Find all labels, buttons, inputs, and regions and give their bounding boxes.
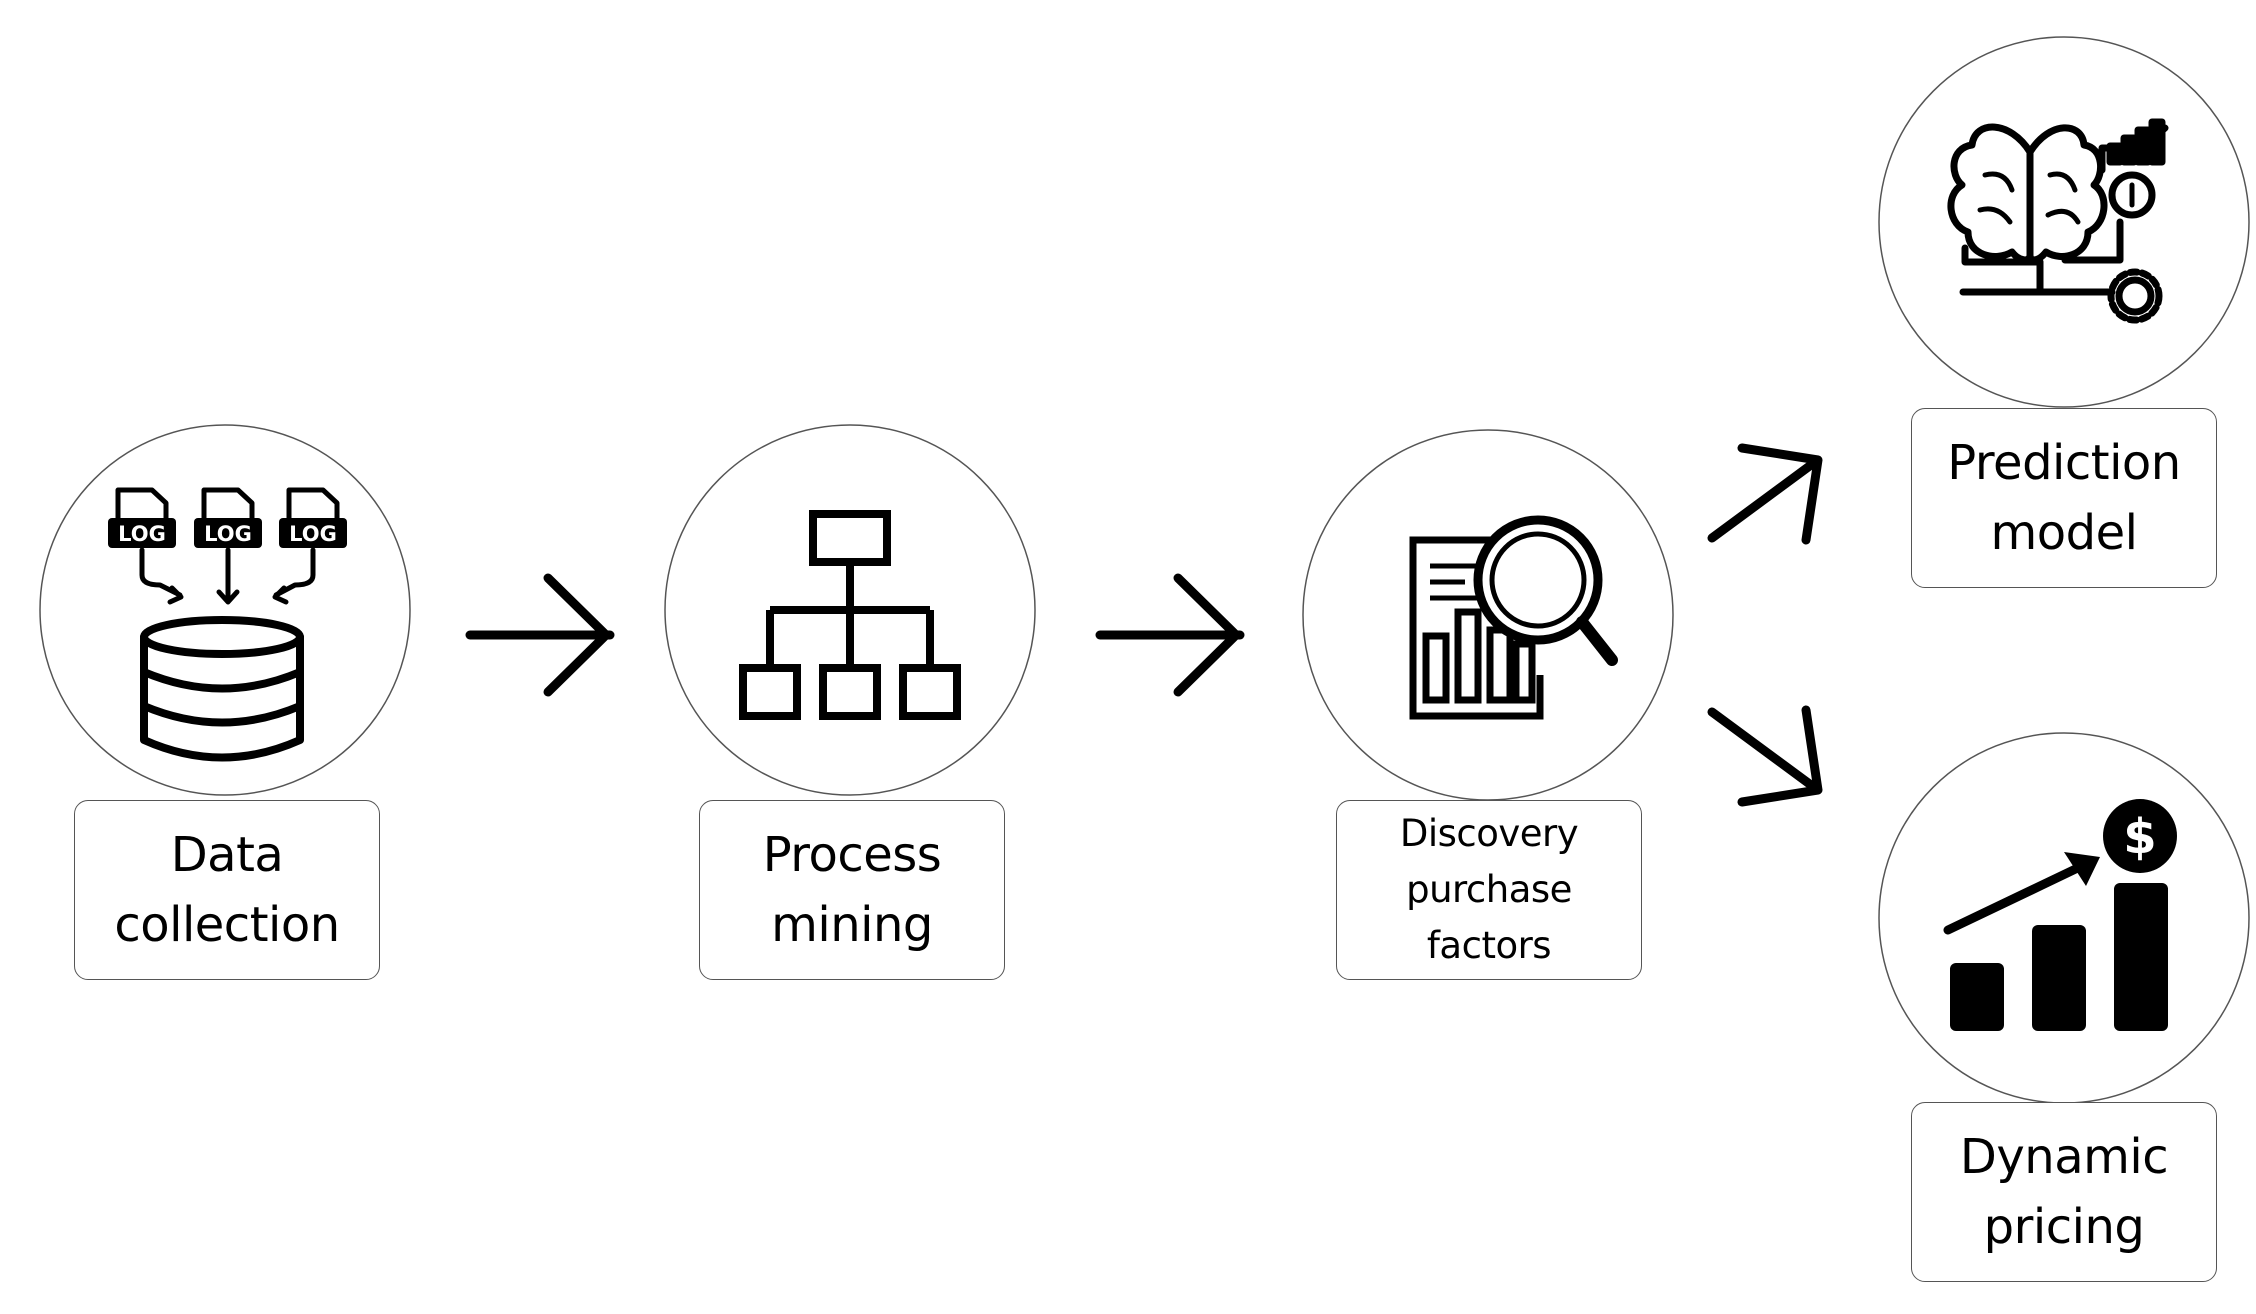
discovery-label: Discovery purchase factors [1336, 800, 1642, 980]
log-badge-text: LOG [204, 522, 252, 546]
log-file-icon: LOG [108, 487, 176, 548]
label-line: Prediction [1947, 435, 2181, 491]
label-line: factors [1426, 924, 1552, 967]
label-line: Dynamic [1959, 1129, 2169, 1185]
prediction-model-circle [1878, 36, 2250, 408]
log-badge-text: LOG [289, 522, 337, 546]
arrow-up-right-icon [1707, 443, 1823, 545]
label-line: Data [170, 827, 284, 883]
label-line: collection [114, 897, 340, 953]
dollar-icon: $ [2123, 809, 2156, 865]
label-line: model [1990, 505, 2138, 561]
dynamic-pricing-circle [1878, 732, 2250, 1104]
growth-dollar-icon: $ [1943, 799, 2177, 1031]
label-line: mining [771, 897, 933, 953]
arrow-down-right-icon [1707, 705, 1823, 807]
label-line: pricing [1983, 1199, 2145, 1255]
dynamic-pricing-label: Dynamic pricing [1911, 1102, 2217, 1282]
flow-arrows [465, 443, 1823, 807]
report-magnifier-icon [1409, 515, 1618, 720]
arrow-right-icon [1095, 573, 1245, 697]
database-logs-icon: LOG LOG LOG [108, 487, 347, 762]
log-file-icon: LOG [279, 487, 347, 548]
data-collection-circle [39, 424, 411, 796]
arrow-right-icon [465, 573, 615, 697]
label-line: purchase [1406, 868, 1572, 911]
hierarchy-icon [739, 510, 961, 720]
process-mining-label: Process mining [699, 800, 1005, 980]
label-line: Process [762, 827, 942, 883]
data-collection-label: Data collection [74, 800, 380, 980]
brain-analytics-icon [1947, 118, 2169, 324]
label-line: Discovery [1399, 812, 1579, 855]
log-file-icon: LOG [194, 487, 262, 548]
prediction-model-label: Prediction model [1911, 408, 2217, 588]
log-badge-text: LOG [118, 522, 166, 546]
